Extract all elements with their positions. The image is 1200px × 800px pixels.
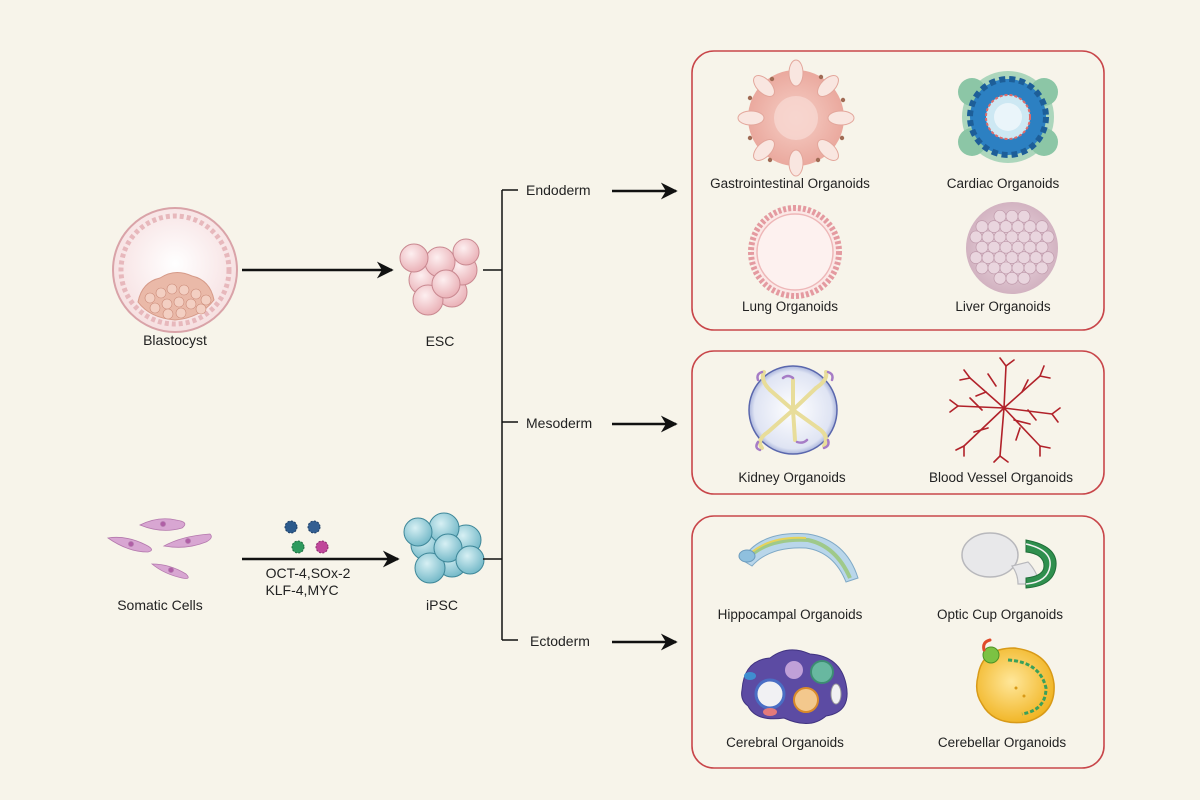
esc-cluster-icon [399,238,480,316]
factors-line-2: KLF-4,MYC [265,582,338,598]
liver-organoid-icon [966,202,1058,294]
ipsc-label: iPSC [426,597,458,613]
cerebellar-organoid-icon [975,638,1055,724]
hippocampal-organoids-label: Hippocampal Organoids [718,607,863,622]
lung-organoid-icon [748,205,842,299]
optic-cup-organoids-label: Optic Cup Organoids [937,607,1063,622]
optic-cup-organoid-icon [961,532,1057,589]
mesoderm-label: Mesoderm [526,415,592,431]
factors-line-1: OCT-4,SOx-2 [266,565,351,581]
ectoderm-label: Ectoderm [530,633,590,649]
blastocyst-label: Blastocyst [143,332,207,348]
blastocyst-icon [112,207,238,333]
kidney-organoids-label: Kidney Organoids [738,470,846,485]
cardiac-organoids-label: Cardiac Organoids [947,176,1060,191]
ipsc-cluster-icon [403,512,485,584]
mesoderm-organoid-box [691,350,1105,495]
blood-vessel-organoid-icon [949,357,1061,463]
cerebellar-organoids-label: Cerebellar Organoids [938,735,1067,750]
cardiac-organoid-icon [958,71,1058,163]
germ-layer-bracket [483,189,518,641]
cerebral-organoid-icon [741,649,848,724]
endoderm-label: Endoderm [526,182,591,198]
gastrointestinal-organoids-label: Gastrointestinal Organoids [710,176,870,191]
endoderm-organoid-box [691,50,1105,331]
blood-vessel-organoids-label: Blood Vessel Organoids [929,470,1073,485]
hippocampal-organoid-icon [738,533,859,583]
liver-organoids-label: Liver Organoids [955,299,1051,314]
esc-label: ESC [426,333,455,349]
somatic-cells-icon [106,518,212,579]
gastrointestinal-organoid-icon [737,59,855,177]
somatic-cells-label: Somatic Cells [117,597,203,613]
ectoderm-organoid-box [691,515,1105,769]
lung-organoids-label: Lung Organoids [742,299,838,314]
reprogramming-factors-icon [284,520,329,554]
kidney-organoid-icon [748,365,838,455]
cerebral-organoids-label: Cerebral Organoids [726,735,844,750]
